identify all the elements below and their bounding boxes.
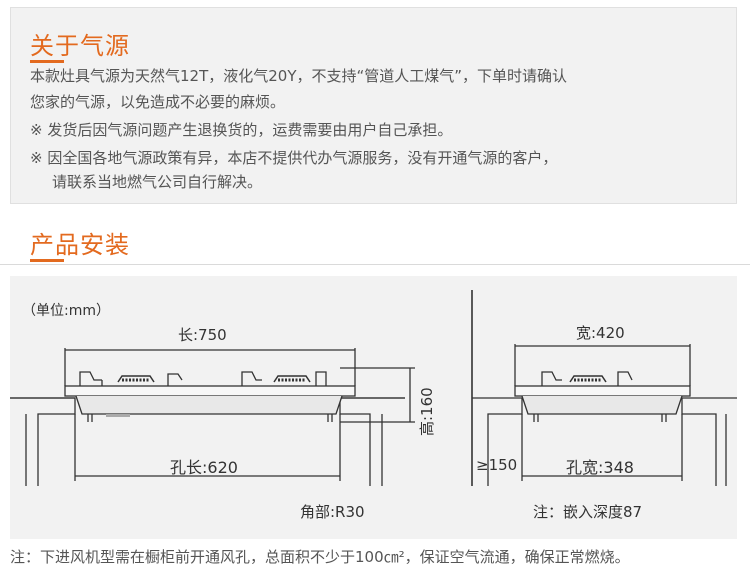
cabinet-right-front (339, 397, 405, 486)
corner-label: 角部:R30 (300, 503, 365, 521)
gas-note-shipping: ※ 发货后因气源问题产生退换货的，运费需要由用户自己承担。 (30, 121, 453, 139)
install-diagram-panel: （单位:mm） 长:750 高:160 孔长:620 角部:R30 宽:420 … (10, 276, 737, 539)
hole-length-label: 孔长:620 (170, 458, 238, 477)
stove-body-side (521, 395, 683, 415)
hole-width-label: 孔宽:348 (566, 458, 634, 477)
cabinet-right-side (681, 397, 737, 486)
gas-paragraph-line2: 您家的气源，以免造成不必要的麻烦。 (30, 93, 286, 111)
installation-diagram (10, 290, 737, 486)
cabinet-left-front (10, 397, 76, 486)
gas-title-underline (30, 60, 64, 63)
section-divider (0, 264, 750, 265)
height-label: 高:160 (418, 387, 436, 436)
footer-note: 注：下进风机型需在橱柜前开通风孔，总面积不少于100㎝²，保证空气流通，确保正常… (10, 548, 630, 566)
width-label: 宽:420 (576, 324, 625, 342)
depth-note: 注：嵌入深度87 (533, 503, 643, 521)
install-title: 产品安装 (30, 231, 130, 259)
stove-top-front (64, 385, 356, 397)
gas-source-panel (10, 7, 737, 204)
gas-note-policy: ※ 因全国各地气源政策有异，本店不提供代办气源服务，没有开通气源的客户， (30, 149, 558, 167)
gas-note-policy-cont: 请联系当地燃气公司自行解决。 (52, 173, 263, 191)
length-label: 长:750 (178, 326, 227, 344)
stove-top-side (514, 385, 691, 397)
stove-body-front (75, 395, 343, 415)
gas-paragraph-line1: 本款灶具气源为天然气12T，液化气20Y，不支持“管道人工煤气”，下单时请确认 (30, 67, 568, 85)
unit-label: （单位:mm） (22, 303, 110, 319)
gas-source-title: 关于气源 (30, 32, 130, 60)
install-title-underline (30, 259, 64, 262)
clearance-label: ≥150 (476, 456, 518, 474)
